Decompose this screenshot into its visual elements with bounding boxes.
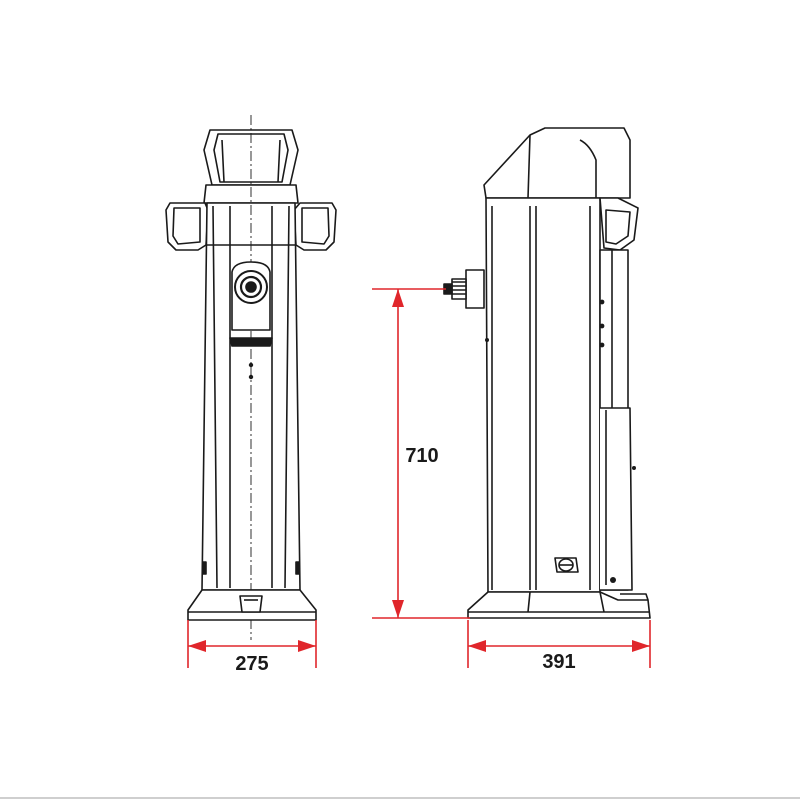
side-badge: [554, 557, 579, 573]
side-base: [467, 591, 651, 619]
dimension-front-width: [187, 620, 317, 668]
front-right-holster: [293, 202, 337, 251]
dimension-side-width-label: 391: [542, 651, 575, 673]
dimension-height-label: 710: [405, 445, 438, 467]
dimension-front-width-label: 275: [235, 653, 268, 675]
front-column: [201, 115, 301, 640]
side-indicators: [485, 299, 636, 470]
dimension-side-width: [467, 620, 651, 668]
front-indicators: [248, 362, 254, 380]
dimension-height: [372, 288, 470, 619]
front-socket: [229, 261, 273, 347]
side-connector: [443, 269, 485, 309]
side-rear-panel: [599, 197, 639, 591]
front-left-holster: [165, 202, 209, 251]
front-view: [165, 115, 337, 640]
front-base: [187, 589, 317, 621]
side-view: [443, 127, 651, 619]
bottom-rule: [0, 797, 800, 799]
side-column: [485, 197, 601, 593]
